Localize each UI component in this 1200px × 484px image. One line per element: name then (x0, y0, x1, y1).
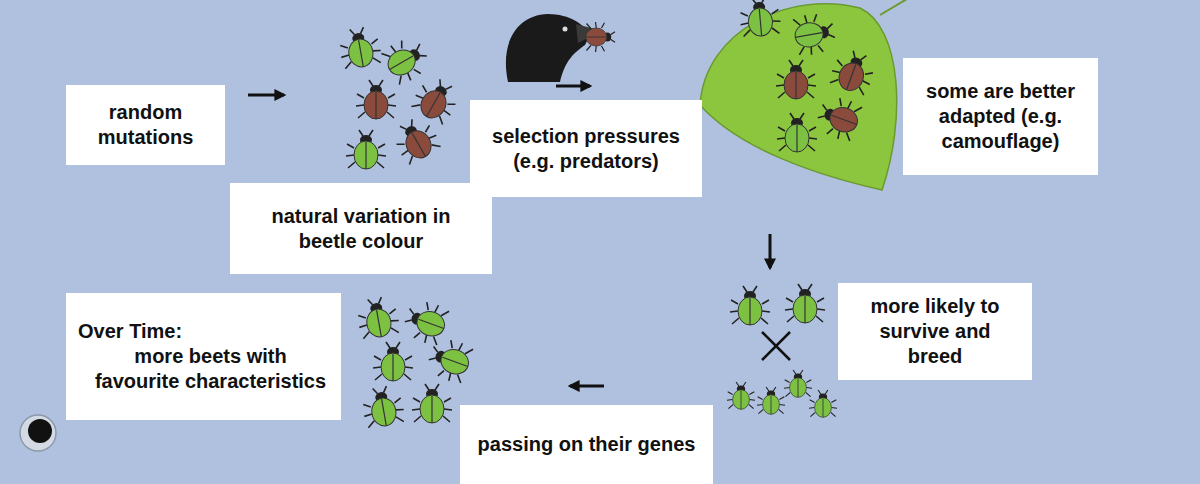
box-text: passing on their genes (472, 432, 701, 457)
crow-head (506, 14, 615, 82)
text-box: natural variation in beetle colour (230, 183, 492, 274)
brown-beetle (409, 73, 463, 127)
green-beetle (337, 25, 383, 70)
final-beetles (355, 295, 475, 429)
text-box: more likely to survive and breed (838, 283, 1032, 380)
leaf (700, 0, 912, 190)
text-box: passing on their genes (460, 405, 713, 484)
green-beetle (412, 384, 452, 423)
box-text: selection pressures (e.g. predators) (482, 124, 690, 174)
pin (20, 415, 56, 451)
flow-arrow (556, 85, 590, 88)
green-beetle (792, 11, 837, 57)
green-beetle (424, 334, 474, 385)
offspring-beetle (809, 390, 837, 417)
brown-beetle (813, 92, 863, 143)
green-beetle (777, 113, 817, 152)
green-beetle (373, 342, 413, 381)
brown-beetle (828, 46, 879, 96)
offspring-beetle (784, 370, 812, 397)
box-text: some are better adapted (e.g. camouflage… (915, 79, 1086, 154)
brown-beetle (389, 113, 443, 167)
box-text: random mutations (78, 100, 213, 150)
brown-beetle (586, 22, 615, 52)
flow-arrow (769, 234, 772, 268)
box-text: Over Time: (78, 319, 329, 344)
text-box: random mutations (66, 85, 225, 165)
green-beetle (785, 284, 825, 323)
text-box: selection pressures (e.g. predators) (470, 100, 702, 197)
variation-beetles (337, 25, 463, 169)
flow-arrow (570, 385, 604, 388)
green-beetle (360, 384, 406, 429)
green-beetle (730, 286, 770, 325)
text-box: some are better adapted (e.g. camouflage… (903, 58, 1098, 175)
green-beetle (380, 33, 434, 87)
cross-symbol (762, 332, 790, 360)
brown-beetle (356, 80, 396, 119)
box-text: natural variation in beetle colour (242, 204, 480, 254)
flow-arrow (248, 94, 284, 97)
green-beetle (738, 0, 781, 38)
box-body-text: more beets with favourite characteristic… (78, 344, 329, 394)
offspring-beetle (727, 382, 755, 409)
text-box: Over Time:more beets with favourite char… (66, 293, 341, 420)
green-beetle (346, 130, 386, 169)
green-beetle (355, 295, 401, 340)
leaf-beetles (738, 0, 878, 152)
brown-beetle (776, 60, 816, 99)
box-text: more likely to survive and breed (850, 294, 1020, 369)
breeding-beetles (727, 284, 837, 417)
green-beetle (400, 296, 450, 347)
offspring-beetle (757, 387, 785, 414)
